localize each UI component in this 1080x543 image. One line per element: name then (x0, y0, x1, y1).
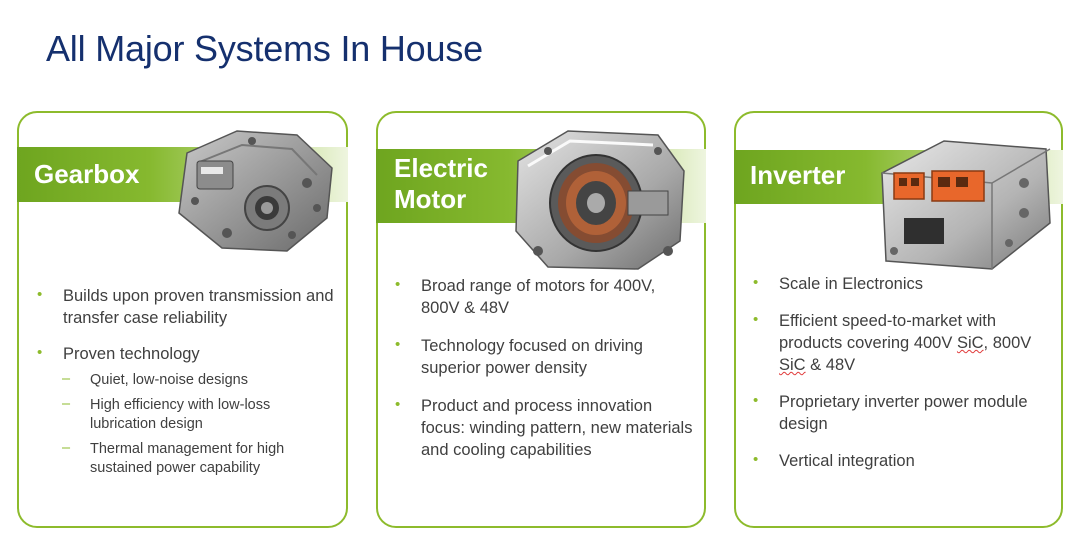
card-title-inverter: Inverter (750, 160, 846, 190)
sub-list: Quiet, low-noise designs High efficiency… (62, 370, 336, 478)
sub-list-item: Quiet, low-noise designs (62, 370, 335, 390)
inverter-card: Inverter Scale in Electronics Efficient … (734, 111, 1063, 528)
sub-list-item: High efficiency with low-loss lubricatio… (62, 395, 335, 434)
spellcheck-underline: SiC (779, 356, 806, 374)
inverter-points: Scale in Electronics Efficient speed-to-… (752, 272, 1052, 487)
list-item: Scale in Electronics (752, 272, 1052, 295)
electric-motor-points: Broad range of motors for 400V, 800V & 4… (394, 274, 694, 477)
list-item: Builds upon proven transmission and tran… (36, 284, 336, 329)
gearbox-points: Builds upon proven transmission and tran… (36, 284, 336, 492)
list-item: Efficient speed-to-market with products … (752, 309, 1052, 376)
list-item-text: Proven technology (63, 345, 200, 363)
electric-motor-card: Electric Motor Broad range of motors for… (376, 111, 706, 528)
list-item: Vertical integration (752, 449, 1052, 472)
gearbox-card: Gearbox Builds upon proven transmission … (17, 111, 348, 528)
spellcheck-underline: SiC (956, 334, 984, 352)
list-item: Product and process innovation focus: wi… (394, 394, 694, 461)
electric-motor-icon (515, 130, 685, 270)
page-title: All Major Systems In House (46, 28, 483, 69)
inverter-icon (881, 140, 1051, 270)
list-item: Broad range of motors for 400V, 800V & 4… (394, 274, 694, 319)
card-title-gearbox: Gearbox (34, 159, 140, 189)
gearbox-icon (178, 130, 333, 252)
list-item: Proprietary inverter power module design (752, 390, 1052, 435)
sub-list-item: Thermal management for high sustained po… (62, 439, 335, 478)
card-title-electric-motor: Electric Motor (394, 153, 488, 214)
list-item: Technology focused on driving superior p… (394, 334, 694, 379)
list-item: Proven technology Quiet, low-noise desig… (36, 342, 336, 478)
